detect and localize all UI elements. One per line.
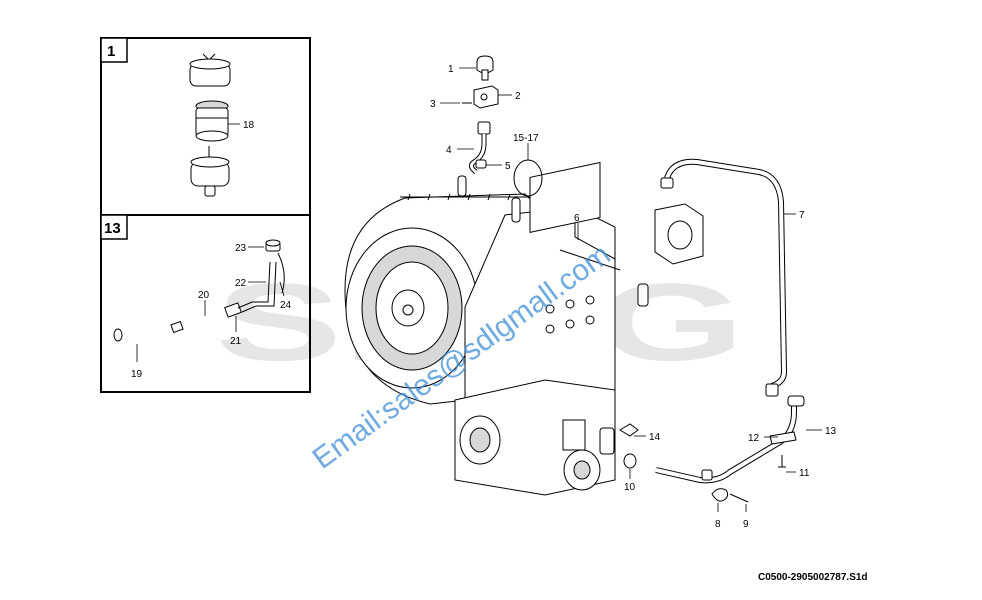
inset-box-13-number: 13	[104, 220, 121, 237]
callout-1: 1	[448, 64, 454, 75]
callout-20: 20	[198, 290, 210, 301]
filter-element	[195, 100, 229, 142]
callout-21: 21	[230, 336, 242, 347]
callout-23: 23	[235, 243, 247, 254]
callout-15-17: 15-17	[513, 133, 539, 144]
hose-7	[660, 158, 788, 397]
callout-3: 3	[430, 99, 436, 110]
callout-2: 2	[515, 91, 521, 102]
reference-code: C0500-2905002787.S1d	[758, 572, 868, 583]
callout-22: 22	[235, 278, 247, 289]
callout-7: 7	[799, 210, 805, 221]
clamp-8-bolt-9	[711, 488, 749, 503]
callout-14: 14	[649, 432, 661, 443]
filter-cap-top	[189, 53, 231, 87]
hose-12-13	[623, 395, 805, 484]
callout-6: 6	[574, 213, 580, 224]
inset-box-1-number: 1	[107, 43, 115, 60]
inset-box-13: 13 23 22 20 24 21 19	[100, 214, 311, 393]
inset-box-1: 1 18	[100, 37, 311, 216]
callout-10: 10	[624, 482, 636, 493]
callout-12: 12	[748, 433, 760, 444]
callout-13: 13	[825, 426, 837, 437]
transmission-housing	[344, 161, 704, 496]
breather-assembly	[462, 55, 543, 197]
filter-bottom	[190, 146, 230, 197]
callout-9: 9	[743, 519, 749, 530]
callout-4: 4	[446, 145, 452, 156]
callout-24: 24	[280, 300, 292, 311]
callout-8: 8	[715, 519, 721, 530]
callout-11: 11	[799, 468, 810, 479]
callout-19: 19	[131, 369, 143, 380]
callout-5: 5	[505, 161, 511, 172]
callout-18: 18	[243, 120, 255, 131]
hose-assembly	[113, 239, 285, 344]
